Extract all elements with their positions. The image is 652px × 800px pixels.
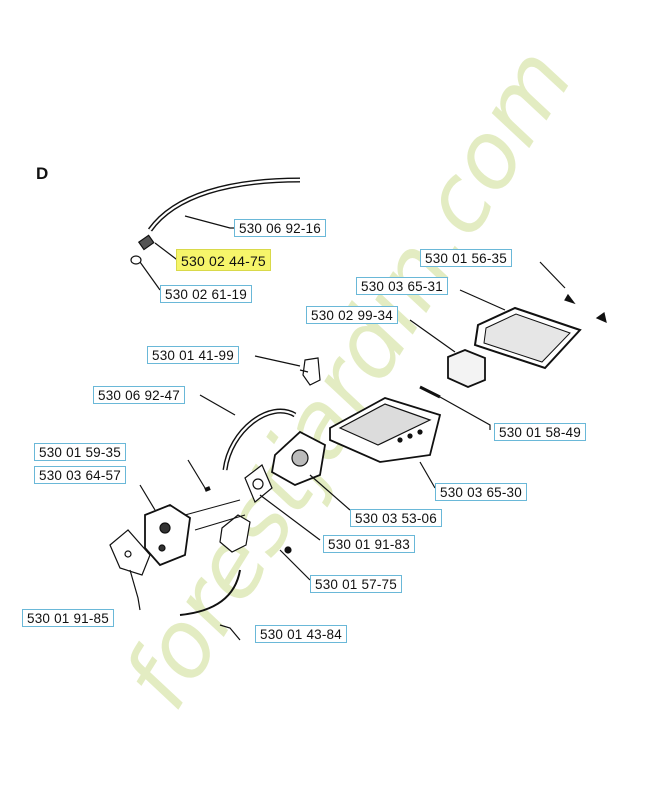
- part-number-label[interactable]: 530 01 58-49: [494, 423, 586, 441]
- throttle-cable: [179, 569, 241, 616]
- part-number-label[interactable]: 530 06 92-47: [93, 386, 185, 404]
- part-number-label[interactable]: 530 03 65-31: [356, 277, 448, 295]
- intake-manifold: [144, 503, 191, 567]
- primer-bulb: [302, 357, 321, 386]
- part-number-label[interactable]: 530 01 59-35: [34, 443, 126, 461]
- bolt: [419, 385, 441, 399]
- part-number-label[interactable]: 530 06 92-16: [234, 219, 326, 237]
- part-number-label[interactable]: 530 02 61-19: [160, 285, 252, 303]
- gasket-left: [109, 529, 151, 576]
- part-number-label[interactable]: 530 03 53-06: [350, 509, 442, 527]
- part-number-label[interactable]: 530 03 65-30: [435, 483, 527, 501]
- part-number-label[interactable]: 530 01 56-35: [420, 249, 512, 267]
- part-number-label[interactable]: 530 01 43-84: [255, 625, 347, 643]
- screw-2: [595, 311, 607, 324]
- gasket: [244, 464, 273, 503]
- part-number-label[interactable]: 530 03 64-57: [34, 466, 126, 484]
- part-number-label[interactable]: 530 01 41-99: [147, 346, 239, 364]
- part-number-label[interactable]: 530 01 57-75: [310, 575, 402, 593]
- air-filter: [447, 349, 486, 388]
- grommet-small: [130, 255, 142, 265]
- part-number-label[interactable]: 530 01 91-85: [22, 609, 114, 627]
- fuel-filter-fitting: [137, 234, 155, 251]
- insulator-bracket: [219, 514, 251, 553]
- section-letter: D: [36, 164, 49, 183]
- part-number-label-highlighted[interactable]: 530 02 44-75: [176, 249, 271, 271]
- screw-1: [564, 293, 576, 305]
- part-number-label[interactable]: 530 01 91-83: [323, 535, 415, 553]
- part-number-label[interactable]: 530 02 99-34: [306, 306, 398, 324]
